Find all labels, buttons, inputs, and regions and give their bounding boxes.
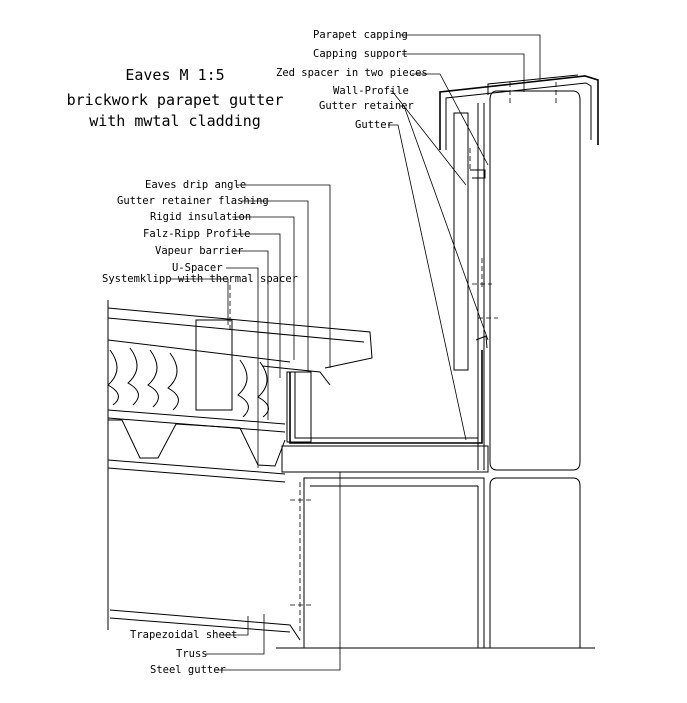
labels-bottom: Trapezoidal sheet Truss Steel gutter (130, 629, 237, 676)
label-trapezoidal-sheet: Trapezoidal sheet (130, 629, 237, 641)
label-u-spacer: U-Spacer (172, 262, 223, 274)
label-gutter-retainer-flashing: Gutter retainer flashing (117, 195, 269, 207)
labels-right: Parapet capping Capping support Zed spac… (276, 29, 428, 131)
label-gutter-retainer: Gutter retainer (319, 100, 414, 112)
centre-marks (229, 82, 557, 632)
label-wall-profile: Wall-Profile (333, 85, 409, 97)
label-rigid-insulation: Rigid insulation (150, 211, 251, 223)
title-line-2: brickwork parapet gutter (67, 91, 284, 109)
label-parapet-capping: Parapet capping (313, 29, 408, 41)
drawing-title: Eaves M 1:5 brickwork parapet gutter wit… (67, 66, 284, 130)
label-falz-ripp-profile: Falz-Ripp Profile (143, 228, 250, 240)
label-eaves-drip-angle: Eaves drip angle (145, 179, 246, 191)
label-capping-support: Capping support (313, 48, 408, 60)
roof-build-up (107, 300, 373, 641)
truss (276, 477, 595, 649)
label-vapeur-barrier: Vapeur barrier (155, 245, 244, 257)
title-line-3: with mwtal cladding (89, 112, 261, 130)
leader-lines (170, 34, 541, 671)
label-gutter: Gutter (355, 119, 393, 131)
label-truss: Truss (176, 648, 208, 660)
title-line-1: Eaves M 1:5 (125, 66, 224, 84)
label-steel-gutter: Steel gutter (150, 664, 226, 676)
labels-left: Eaves drip angle Gutter retainer flashin… (102, 179, 298, 285)
parapet-capping (439, 74, 599, 150)
brick-parapet-wall (489, 90, 581, 649)
label-zed-spacer: Zed spacer in two pieces (276, 67, 428, 79)
steel-gutter (281, 350, 489, 473)
